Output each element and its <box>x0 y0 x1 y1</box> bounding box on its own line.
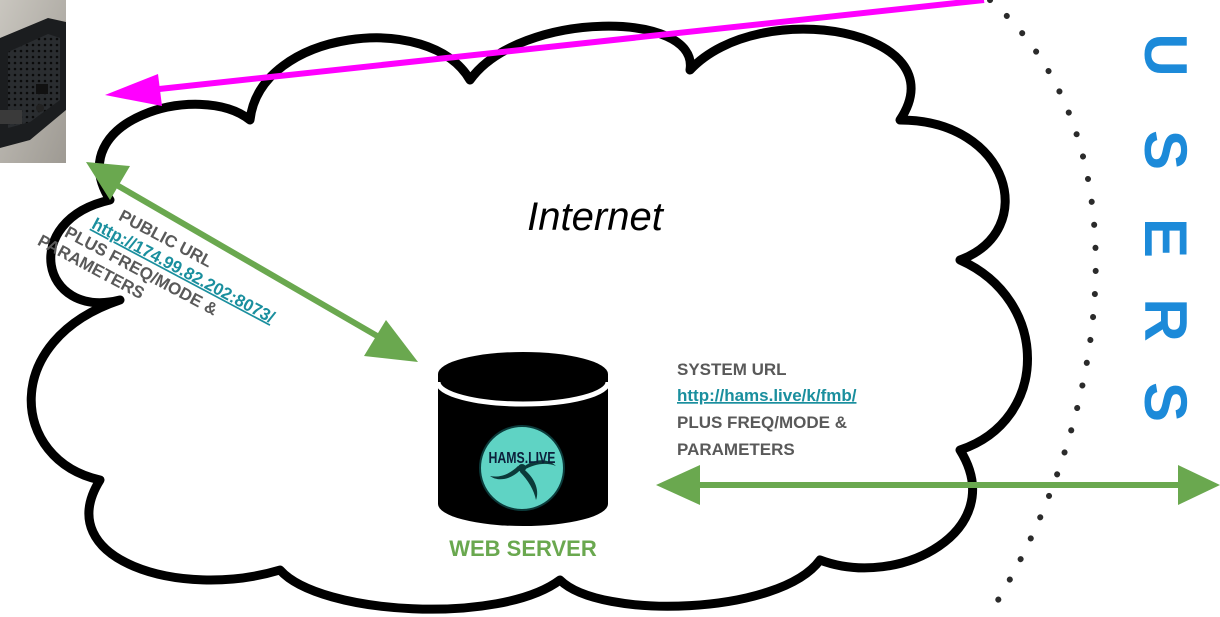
users-letter-s1: S <box>1132 130 1199 170</box>
device-photo <box>0 0 66 163</box>
users-letter-s2: S <box>1132 382 1199 422</box>
internet-label: Internet <box>527 195 665 239</box>
internet-cloud <box>26 21 1032 614</box>
hams-live-logo: HAMS.LIVE <box>479 425 565 511</box>
system-url-line1: PLUS FREQ/MODE & <box>677 413 847 432</box>
users-letter-r: R <box>1132 298 1199 341</box>
system-url-arrow <box>656 465 1220 505</box>
system-url-title: SYSTEM URL <box>677 360 787 379</box>
users-letter-e: E <box>1132 218 1199 258</box>
system-url-label: SYSTEM URL http://hams.live/k/fmb/ PLUS … <box>677 360 857 459</box>
hams-live-logo-text: HAMS.LIVE <box>489 449 556 467</box>
users-letter-u: U <box>1132 33 1199 76</box>
magenta-arrow <box>105 0 985 106</box>
system-url-link[interactable]: http://hams.live/k/fmb/ <box>677 386 857 405</box>
web-server-label: WEB SERVER <box>449 536 597 561</box>
users-label: U S E R S <box>1132 33 1199 422</box>
system-url-line2: PARAMETERS <box>677 440 795 459</box>
public-url-arrow <box>86 162 418 362</box>
